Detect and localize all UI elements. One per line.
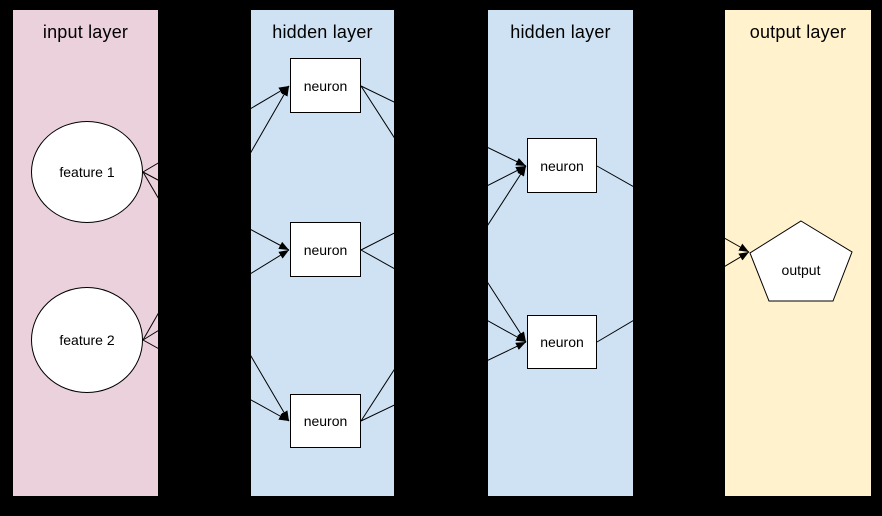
node-neuron-1-2: neuron xyxy=(290,222,361,277)
edge-f1-n1 xyxy=(142,85,290,173)
node-neuron-1-1: neuron xyxy=(290,58,361,113)
edge-f2-n3 xyxy=(142,339,290,422)
layer-title-hidden-1: hidden layer xyxy=(272,22,373,42)
edge-f2-n2 xyxy=(142,249,290,341)
edge-n1-m2 xyxy=(360,85,527,343)
layer-title-hidden-2: hidden layer xyxy=(510,22,611,42)
node-neuron-2-1-label: neuron xyxy=(540,157,584,174)
layer-panel-input: input layer xyxy=(13,10,158,496)
edge-n1-m1 xyxy=(360,85,527,167)
node-neuron-1-1-label: neuron xyxy=(303,77,348,94)
node-neuron-1-3-label: neuron xyxy=(303,413,348,429)
node-feature-1: feature 1 xyxy=(31,121,143,223)
edge-m1-out xyxy=(596,165,750,253)
node-feature-1-label: feature 1 xyxy=(59,164,115,180)
node-neuron-2-2-label: neuron xyxy=(540,334,584,350)
edge-n2-m1 xyxy=(360,165,527,251)
edge-n2-m2 xyxy=(360,249,527,343)
layer-title-input: input layer xyxy=(42,22,129,42)
edge-f1-n3 xyxy=(142,171,290,422)
node-neuron-1-3: neuron xyxy=(290,394,361,448)
node-feature-2: feature 2 xyxy=(31,287,143,393)
node-neuron-1-2-label: neuron xyxy=(303,241,348,258)
node-output-label: output xyxy=(751,262,851,278)
edge-lines xyxy=(142,85,750,422)
node-output-pentagon xyxy=(749,220,853,302)
edge-n3-m1 xyxy=(360,165,527,422)
node-output-label-text: output xyxy=(781,262,821,278)
edge-f1-n2 xyxy=(142,171,290,251)
edge-f2-n1 xyxy=(142,85,290,341)
edge-m2-out xyxy=(596,251,750,343)
node-neuron-2-2: neuron xyxy=(527,315,597,369)
edge-n3-m2 xyxy=(360,341,527,422)
node-feature-2-label: feature 2 xyxy=(59,332,115,348)
layer-title-output: output layer xyxy=(749,22,847,42)
layer-panel-hidden-2: hidden layer xyxy=(488,10,633,496)
node-neuron-2-1: neuron xyxy=(527,138,597,193)
